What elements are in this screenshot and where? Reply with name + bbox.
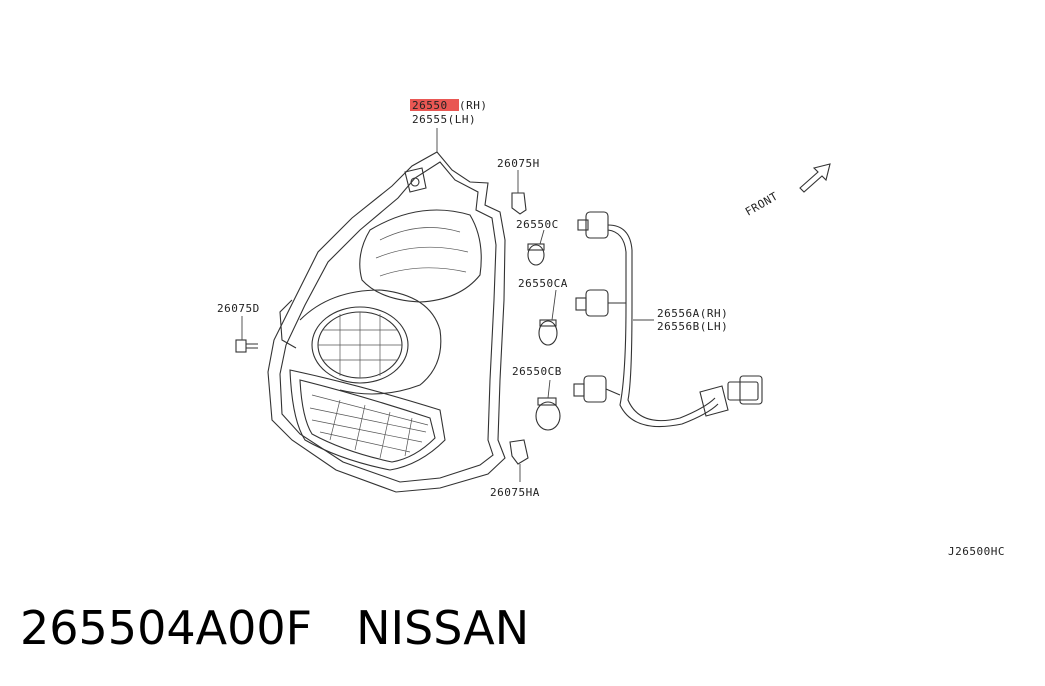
label-main-lh: 26555(LH) (412, 113, 476, 126)
label-harness-rh: 26556A(RH) (657, 307, 728, 320)
label-main-rh-suffix: (RH) (459, 99, 488, 112)
label-screw: 26075D (217, 302, 260, 315)
part-number: 265504A00F (20, 601, 313, 655)
brand-name: NISSAN (356, 601, 530, 655)
label-harness-lh: 26556B(LH) (657, 320, 728, 333)
bulb-c-part (527, 229, 545, 266)
clip-top-part (511, 170, 527, 215)
clip-bottom-part (509, 439, 529, 482)
label-clip-top: 26075H (497, 157, 540, 170)
screw-part (235, 316, 258, 353)
harness-part (573, 211, 763, 428)
label-diagram-id: J26500HC (948, 545, 1005, 558)
label-bulb-ca: 26550CA (518, 277, 568, 290)
part-caption: 265504A00F NISSAN (20, 596, 529, 660)
label-bulb-cb: 26550CB (512, 365, 562, 378)
front-arrow-icon (799, 163, 831, 193)
bulb-cb-part (535, 379, 561, 431)
label-main-rh: 26550 (412, 99, 448, 112)
highlight-box (410, 99, 459, 111)
label-front: FRONT (743, 190, 780, 219)
label-bulb-c: 26550C (516, 218, 559, 231)
tail-lamp-assembly (267, 128, 506, 493)
label-clip-bottom: 26075HA (490, 486, 540, 499)
bulb-ca-part (538, 289, 558, 346)
